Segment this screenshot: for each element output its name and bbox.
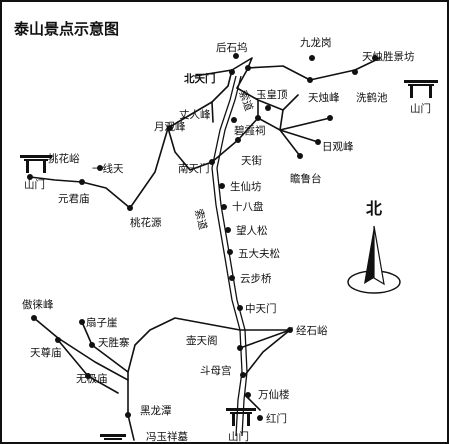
label-nantianmen: 南天门 — [178, 162, 210, 175]
gate-w-icon: 山门 — [20, 155, 52, 191]
label-houshiwu: 后石坞 — [216, 41, 248, 54]
place-labels: 后石坞 九龙岗 天烛胜景坊 北天门 玉皇顶 天烛峰 洗鹤池 丈人峰 月观峰 碧霞… — [22, 36, 415, 443]
label-wangrensong: 望人松 — [236, 224, 268, 237]
dot-yunbuqiao — [229, 275, 235, 281]
dot-wujimiao — [85, 373, 91, 379]
label-wanxianlou: 万仙楼 — [258, 388, 290, 401]
dot-shanziya — [79, 319, 85, 325]
label-taohuayuan: 桃花源 — [130, 216, 162, 229]
place-dots — [27, 53, 378, 421]
label-yixiantian: 一线天 — [92, 162, 124, 175]
label-tianzhufeng: 天烛峰 — [308, 91, 340, 104]
label-shibapan: 十八盘 — [232, 200, 264, 213]
dot-wangrensong — [225, 227, 231, 233]
dot-aolaifeng — [31, 315, 37, 321]
dot-houshiwu — [233, 53, 239, 59]
dot-bixiaci — [255, 115, 261, 121]
north-arrow-icon: 北 — [347, 199, 401, 294]
dot-zhanlutai — [297, 153, 303, 159]
label-bixiaci: 碧霞祠 — [234, 124, 266, 137]
dot-beitianmen — [229, 69, 235, 75]
gate-sw-icon — [100, 434, 126, 440]
dot-nantianmen — [209, 159, 215, 165]
dot-yixiantian — [97, 165, 103, 171]
dot-doumugong — [240, 372, 246, 378]
label-gate-w: 山门 — [24, 178, 45, 191]
label-tianjie: 天街 — [241, 154, 262, 167]
label-riguanfeng: 日观峰 — [322, 141, 354, 153]
north-label: 北 — [366, 199, 382, 218]
label-tianzunmiao: 天尊庙 — [30, 346, 62, 359]
gate-s-icon: 山门 — [226, 408, 256, 443]
dot-north-junction — [245, 65, 251, 71]
label-wujimiao: 无极庙 — [76, 372, 108, 385]
dot-wanxianlou — [245, 392, 251, 398]
dot-tianzhufeng — [307, 77, 313, 83]
label-yunbuqiao: 云步桥 — [240, 273, 272, 285]
map-title: 泰山景点示意图 — [13, 20, 119, 38]
label-jiulonggang: 九龙岗 — [300, 36, 332, 49]
dot-hongmen — [257, 415, 263, 421]
label-fengyuxiangmu: 冯玉祥墓 — [146, 430, 188, 443]
label-zhangrenfeng: 丈人峰 — [179, 109, 211, 121]
dot-heilongtan — [125, 412, 131, 418]
label-tianzhusheng: 天烛胜景坊 — [362, 50, 415, 63]
dot-wudafusong — [227, 249, 233, 255]
dot-yuanjunmiao — [79, 179, 85, 185]
label-hutiange: 壶天阁 — [186, 334, 218, 347]
dot-shibapan — [221, 204, 227, 210]
label-wudafusong: 五大夫松 — [238, 247, 280, 260]
dot-tianjie — [235, 137, 241, 143]
dot-jingshiyu — [287, 327, 293, 333]
dot-tianzhusheng — [372, 55, 378, 61]
label-aolaifeng: 傲徕峰 — [22, 298, 54, 311]
dot-taohuayuan — [127, 205, 133, 211]
dot-zhangrenfeng — [231, 117, 237, 123]
label-zhanlutai: 瞻鲁台 — [290, 172, 322, 185]
label-gate-ne: 山门 — [410, 102, 431, 115]
label-xihechi: 洗鹤池 — [356, 91, 388, 104]
label-beitianmen: 北天门 — [184, 72, 216, 85]
dot-tianzunmiao — [55, 337, 61, 343]
dot-hutiange — [237, 345, 243, 351]
gate-ne-icon: 山门 — [404, 80, 438, 115]
dot-riguanfeng — [327, 115, 333, 121]
label-zhongtianmen: 中天门 — [245, 302, 277, 315]
label-shengxianfang: 生仙坊 — [230, 180, 262, 193]
label-yuanjunmiao: 元君庙 — [58, 192, 90, 205]
dot-tiaohuayu — [27, 174, 33, 180]
label-heilongtan: 黑龙潭 — [140, 404, 172, 417]
label-tiaohuayu: 挑花峪 — [48, 152, 80, 165]
label-jingshiyu: 经石峪 — [296, 324, 328, 337]
dot-yueguanfeng — [167, 125, 173, 131]
label-hongmen: 红门 — [266, 412, 287, 425]
main-road — [211, 75, 248, 437]
label-tianshengzhai: 天胜寨 — [98, 336, 130, 349]
label-yueguanfeng: 月观峰 — [154, 121, 186, 133]
dot-tianshengzhai — [89, 342, 95, 348]
label-shanziya: 扇子崖 — [86, 316, 118, 329]
dot-yuhuangding — [265, 105, 271, 111]
label-yuhuangding: 玉皇顶 — [256, 88, 288, 101]
dot-riguanfeng-2 — [315, 139, 321, 145]
label-doumugong: 斗母宫 — [200, 364, 232, 377]
road-label-lower: 索道 — [192, 208, 210, 232]
dot-xihechi — [352, 69, 358, 75]
label-gate-s: 山门 — [228, 430, 249, 443]
dot-zhongtianmen — [237, 305, 243, 311]
dot-jiulonggang — [309, 55, 315, 61]
dot-shengxianfang — [219, 183, 225, 189]
